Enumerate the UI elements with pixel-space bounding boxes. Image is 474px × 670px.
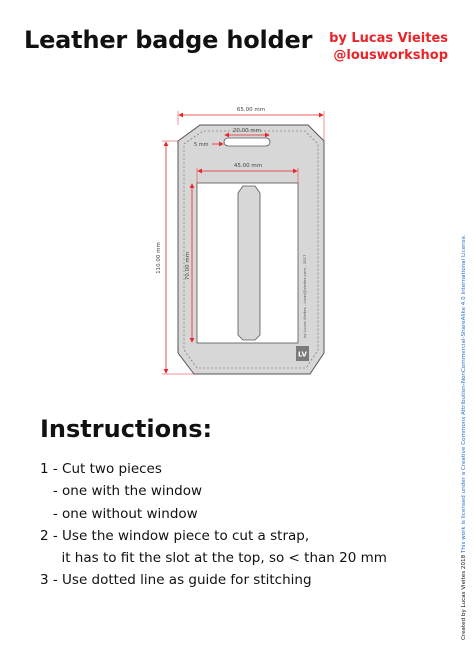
instructions-title: Instructions: [40, 415, 213, 443]
dim-overall-width-label: 65.00 mm [237, 107, 265, 113]
logo-icon [296, 346, 309, 361]
license-note: Created by Lucas Vieites 2018 This work … [461, 234, 467, 640]
instructions-list: 1 - Cut two pieces - one with the window… [40, 458, 387, 592]
strap-piece [237, 185, 261, 341]
dim-window-width-label: 45.00 mm [234, 163, 262, 169]
drawing-credit: by Lucas Vieites - lucas@vieites.com - 2… [302, 254, 307, 338]
instruction-step: - one without window [40, 505, 198, 522]
badge-holder-drawing: LV by Lucas Vieites - lucas@vieites.com … [156, 107, 325, 375]
logo-mark: LV [298, 351, 307, 359]
strap-slot [223, 137, 271, 147]
license-link[interactable]: This work is licensed under a Creative C… [461, 234, 467, 554]
author-block: by Lucas Vieites @lousworkshop [329, 30, 448, 64]
dim-overall-height-label: 110.00 mm [156, 242, 162, 274]
license-credit: Created by Lucas Vieites 2018 [461, 554, 467, 640]
stitch-line [183, 130, 319, 369]
dim-window-height-label: 70.00 mm [185, 252, 191, 280]
dim-slot-width-label: 20.00 mm [233, 128, 261, 134]
instruction-step: - one with the window [40, 483, 203, 500]
dim-slot-height-label: 5 mm [194, 142, 209, 148]
instruction-step: 2 - Use the window piece to cut a strap, [40, 527, 310, 544]
instruction-step: 1 - Cut two pieces [40, 461, 162, 477]
instruction-step: it has to fit the slot at the top, so < … [40, 550, 387, 567]
author-name: by Lucas Vieites [329, 31, 448, 46]
author-handle: @lousworkshop [333, 48, 448, 63]
page-title: Leather badge holder [24, 26, 313, 54]
instruction-step: 3 - Use dotted line as guide for stitchi… [40, 572, 312, 589]
